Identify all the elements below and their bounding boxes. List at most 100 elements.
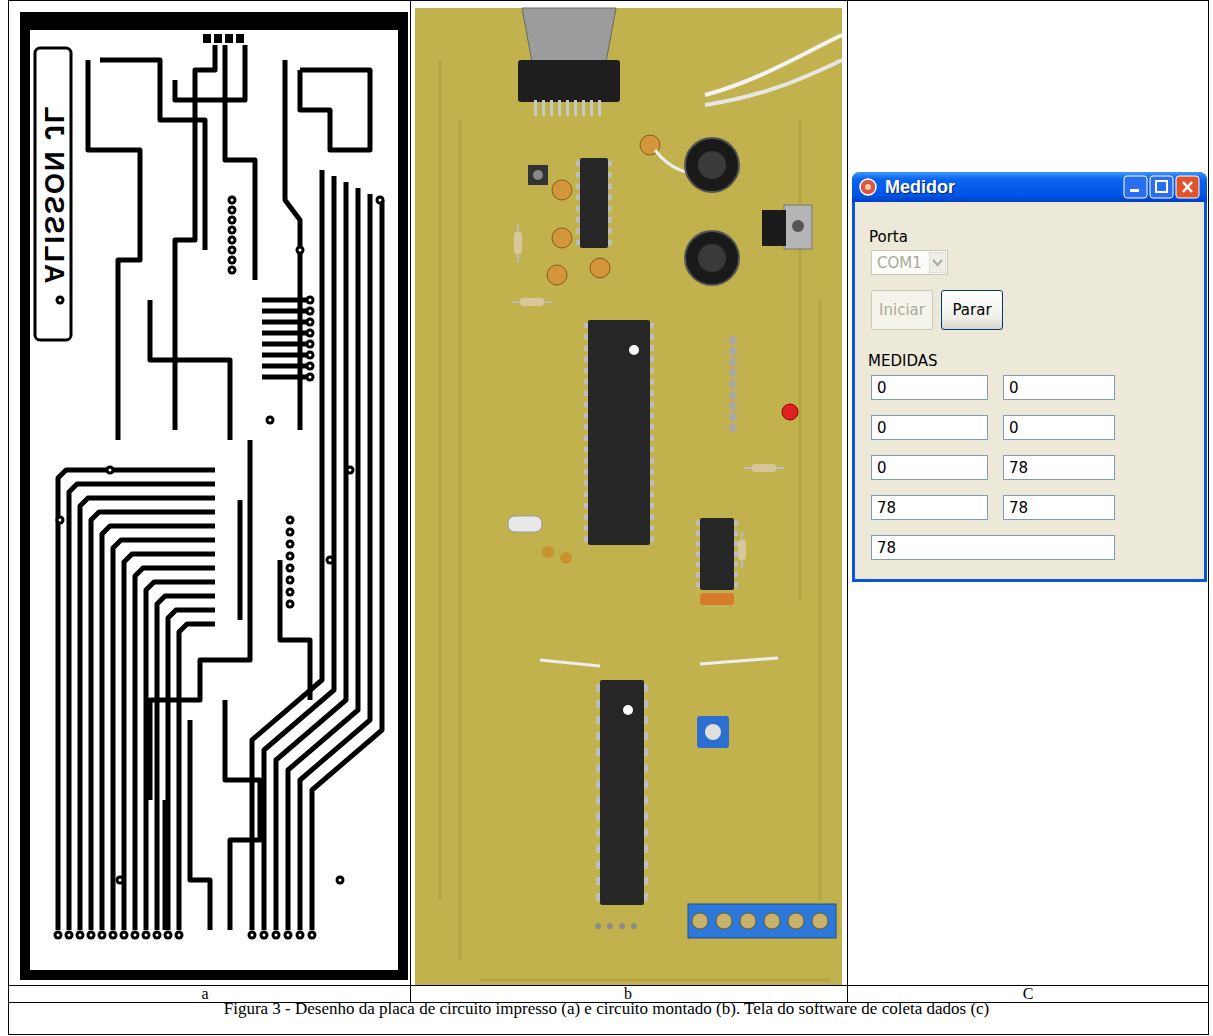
solder-pad (56, 516, 65, 525)
solder-pad (306, 340, 315, 349)
terminal-block (688, 904, 836, 938)
db9-pin (550, 100, 553, 116)
solder-pad (56, 296, 65, 305)
solder-pad (286, 564, 295, 573)
ic-pin (650, 368, 654, 374)
drill-hole (349, 469, 352, 472)
copper-track (124, 554, 215, 930)
drill-hole (231, 219, 234, 222)
solder-pad (336, 876, 345, 885)
ic-pin (584, 379, 588, 385)
solder-pad (376, 196, 385, 205)
solder-pad (228, 216, 237, 225)
pin1-mark (629, 345, 639, 355)
connector-pad (236, 34, 244, 43)
ic-pin (608, 161, 612, 167)
header-hole (619, 923, 625, 929)
window-button (1176, 176, 1199, 198)
ic-pin (576, 240, 580, 246)
resistor-body (520, 298, 544, 306)
ic-pin (734, 582, 738, 587)
ic-pin (650, 458, 654, 464)
film-capacitor (700, 593, 734, 605)
ic-pin (608, 195, 612, 201)
trimpot-screw (705, 724, 721, 740)
drill-hole (289, 567, 292, 570)
capacitor-top (698, 244, 726, 272)
button-label: Parar (952, 301, 991, 319)
figure-caption: Figura 3 - Desenho da placa de circuito … (40, 1001, 1173, 1017)
header-hole (595, 923, 601, 929)
drill-hole (299, 249, 302, 252)
ic-pin (596, 845, 600, 853)
drill-hole (68, 934, 71, 937)
drill-hole (59, 519, 62, 522)
solder-pad (284, 931, 293, 940)
text-field: 0 (871, 415, 988, 440)
copper-track (150, 300, 230, 440)
pcb-tracks (58, 45, 382, 930)
ic-pin (650, 492, 654, 498)
db9-pin (534, 100, 537, 116)
solder-pad (228, 266, 237, 275)
solder-pad (306, 318, 315, 327)
drill-hole (309, 321, 312, 324)
field-value: 78 (1009, 459, 1028, 477)
logic-chip (696, 518, 738, 590)
ic-pin (696, 562, 700, 567)
resistor-body (738, 540, 746, 560)
ic-pin (584, 390, 588, 396)
solder-pad (296, 931, 305, 940)
drill-hole (299, 934, 302, 937)
small-capacitor (590, 258, 610, 278)
solder-pad (286, 588, 295, 597)
ic-pin (584, 492, 588, 498)
solder-pad (228, 256, 237, 265)
regulator-body (762, 210, 786, 246)
header-pin (729, 347, 737, 355)
copper-track (100, 60, 205, 250)
solder-pad (286, 576, 295, 585)
regulator-tab (784, 205, 812, 249)
ic-pin (650, 345, 654, 351)
ic-pin (696, 531, 700, 536)
ic-pin (650, 357, 654, 363)
header-pin (729, 358, 737, 366)
app-icon (860, 179, 876, 195)
field-value: 0 (877, 379, 887, 397)
db9-pin (566, 100, 569, 116)
drill-hole (251, 934, 254, 937)
drill-hole (156, 934, 159, 937)
ic-pin (576, 228, 580, 234)
drill-hole (263, 934, 266, 937)
small-capacitor (552, 228, 572, 248)
ic-pin (650, 379, 654, 385)
ic-pin (584, 323, 588, 329)
text-field: 0 (871, 375, 988, 400)
drill-hole (269, 419, 272, 422)
db9-pin (590, 100, 593, 116)
ic-pin (596, 700, 600, 708)
ic-pin (650, 480, 654, 486)
figure-table (8, 0, 1209, 1035)
db9-shell (522, 8, 616, 62)
solder-pad (286, 600, 295, 609)
solder-pad (131, 931, 140, 940)
copper-track (113, 540, 215, 930)
copper-track (91, 512, 215, 930)
solder-pad (153, 931, 162, 940)
text-field: 78 (871, 495, 988, 520)
copper-track (150, 440, 250, 800)
solder-pad (306, 296, 315, 305)
ic-pin (596, 764, 600, 772)
db9-pin (598, 100, 601, 116)
connector-pad (203, 34, 211, 43)
ic-pin (650, 447, 654, 453)
drill-hole (275, 934, 278, 937)
resistor (512, 298, 552, 306)
ic-pin (696, 541, 700, 546)
ic-pin (608, 172, 612, 178)
solder-pad (286, 540, 295, 549)
ic-pin (608, 206, 612, 212)
db9-pin (542, 100, 545, 116)
